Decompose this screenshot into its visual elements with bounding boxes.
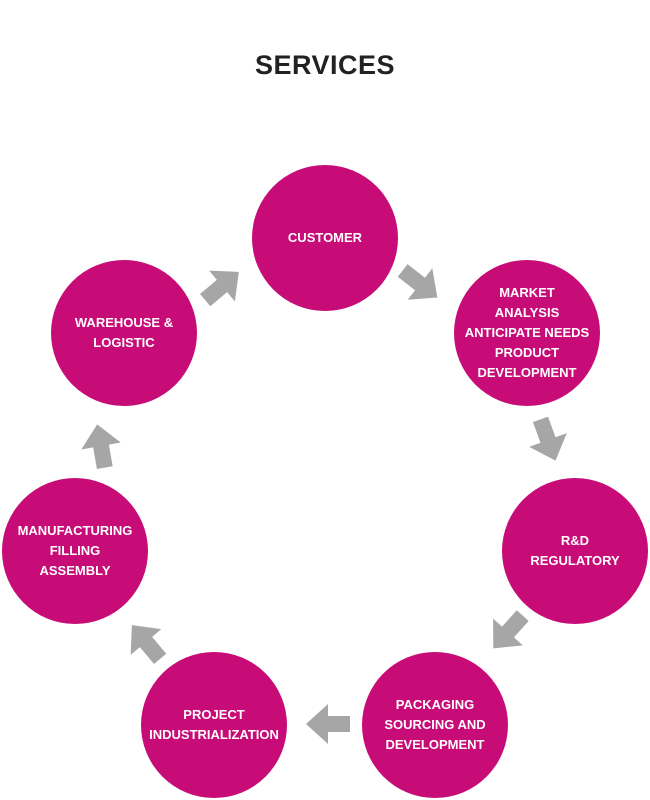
node-label: WAREHOUSE & LOGISTIC bbox=[74, 315, 174, 350]
node-packaging: PACKAGING SOURCING AND DEVELOPMENT bbox=[362, 652, 508, 798]
arrow-icon bbox=[81, 424, 121, 470]
node-label: MANUFACTURING FILLING ASSEMBLY bbox=[17, 523, 133, 578]
arrow-icon bbox=[397, 264, 438, 300]
node-customer: CUSTOMER bbox=[252, 165, 398, 311]
node-label: R&D REGULATORY bbox=[530, 533, 620, 568]
arrow-icon bbox=[529, 416, 567, 461]
node-label: MARKET ANALYSIS ANTICIPATE NEEDS PRODUCT… bbox=[464, 285, 590, 380]
node-label: PROJECT INDUSTRIALIZATION bbox=[149, 707, 279, 742]
node-warehouse-logistic: WAREHOUSE & LOGISTIC bbox=[51, 260, 197, 406]
arrow-icon bbox=[130, 625, 167, 664]
arrow-icon bbox=[493, 610, 529, 649]
node-label: PACKAGING SOURCING AND DEVELOPMENT bbox=[384, 697, 486, 752]
node-market-analysis: MARKET ANALYSIS ANTICIPATE NEEDS PRODUCT… bbox=[454, 260, 600, 406]
diagram-title: SERVICES bbox=[254, 50, 396, 80]
node-rd-regulatory: R&D REGULATORY bbox=[502, 478, 648, 624]
arrow-icon bbox=[200, 270, 239, 307]
node-project-industrialization: PROJECT INDUSTRIALIZATION bbox=[141, 652, 287, 798]
arrow-icon bbox=[306, 704, 350, 744]
node-manufacturing: MANUFACTURING FILLING ASSEMBLY bbox=[2, 478, 148, 624]
node-label: CUSTOMER bbox=[287, 230, 363, 245]
